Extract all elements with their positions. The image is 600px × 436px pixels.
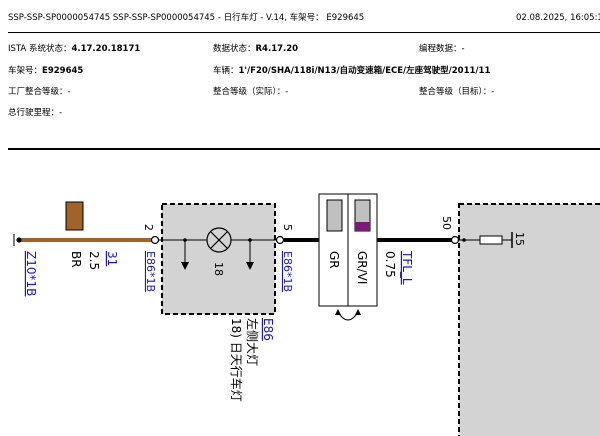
signal-link-tfl[interactable]: TFL_L xyxy=(400,250,414,285)
lamp-arrow-icon xyxy=(246,262,254,270)
document-date: 02.08.2025, 16:05:1 xyxy=(516,13,600,23)
data-status: 数据状态：R4.17.20 xyxy=(213,44,298,55)
programming-data: 编程数据：- xyxy=(419,44,465,54)
pin-50-connector xyxy=(450,235,460,245)
vin-label: 车架号： xyxy=(8,66,43,76)
brown-wire-swatch xyxy=(65,201,84,231)
violet-stripe xyxy=(355,222,370,231)
resistor-icon xyxy=(479,235,503,245)
wire-color-grvi: GR/VI xyxy=(355,251,369,284)
wire-color-label: BR xyxy=(69,251,83,268)
component-code-link[interactable]: E86 xyxy=(261,318,275,341)
pin-2-label: 2 xyxy=(142,224,155,231)
grey-color-swatch xyxy=(326,199,343,232)
wire-color-gr: GR xyxy=(327,251,341,269)
swap-arrow-head-right xyxy=(355,309,361,315)
section-divider xyxy=(8,148,600,150)
resistor-pin-label: 15 xyxy=(513,232,526,246)
swap-arrow-icon xyxy=(337,311,359,321)
vehicle: 车辆：1'/F20/SHA/118i/N13/自动变速箱/ECE/左座驾驶型/2… xyxy=(213,66,490,77)
connector-ref-right[interactable]: E86*1B xyxy=(281,251,294,292)
swap-arrow-head-left xyxy=(335,309,341,315)
ground-arrow-icon xyxy=(181,262,189,270)
pin-50-label: 50 xyxy=(440,216,453,230)
wire-size-label: 2.5 xyxy=(87,251,101,270)
header-divider xyxy=(8,32,600,33)
pin-5-label: 5 xyxy=(281,224,294,231)
factory-integration-level: 工厂整合等级：- xyxy=(8,87,71,97)
target-integration-level: 整合等级（目标）：- xyxy=(419,87,495,97)
ista-status-label: ISTA 系统状态： xyxy=(8,44,72,54)
actual-integration-level: 整合等级（实际）：- xyxy=(213,87,289,97)
document-title: SSP-SSP-SP0000054745 SSP-SSP-SP000005474… xyxy=(8,13,365,23)
ground-terminal xyxy=(16,237,22,243)
ista-status-value: 4.17.20.18171 xyxy=(71,44,141,54)
lamp-component-box xyxy=(161,203,276,315)
connector-ref-left[interactable]: E86*1B xyxy=(144,251,157,292)
vin: 车架号：E929645 xyxy=(8,66,83,77)
component-function-label: 18) 日天行车灯 xyxy=(229,318,244,402)
component-name-label: 左侧大灯 xyxy=(245,318,260,366)
pin-5-connector xyxy=(275,235,285,245)
ground-reference-link[interactable]: Z10*1B xyxy=(24,251,38,296)
vehicle-value: 1'/F20/SHA/118i/N13/自动变速箱/ECE/左座驾驶型/2011… xyxy=(238,66,491,76)
wire-size-075: 0.75 xyxy=(383,251,397,278)
control-unit-junction xyxy=(462,238,466,242)
data-status-label: 数据状态： xyxy=(213,44,256,54)
lamp-pin-label: 18 xyxy=(212,262,225,276)
vin-value: E929645 xyxy=(42,66,84,76)
total-mileage: 总行驶里程：- xyxy=(8,108,63,118)
lamp-icon xyxy=(206,227,232,253)
wire-number-31[interactable]: 31 xyxy=(105,251,119,266)
vehicle-label: 车辆： xyxy=(213,66,239,76)
data-status-value: R4.17.20 xyxy=(255,44,299,54)
pin-2-connector xyxy=(150,235,160,245)
ista-status: ISTA 系统状态：4.17.20.18171 xyxy=(8,44,140,55)
